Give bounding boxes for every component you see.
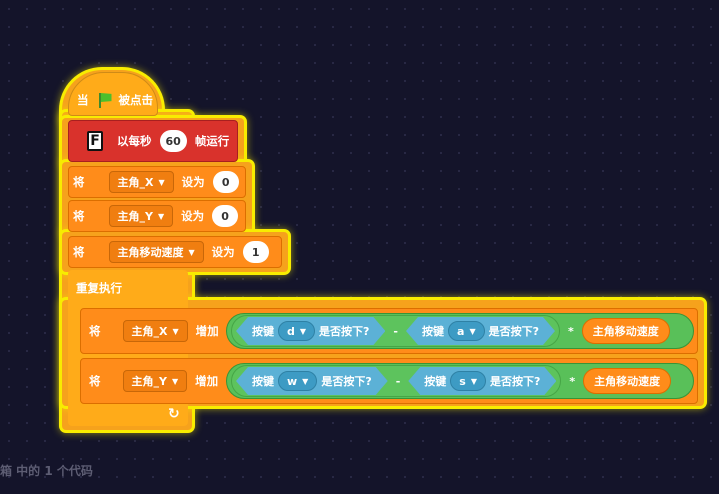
chevron-down-icon: ▼ bbox=[171, 376, 179, 386]
subtract-operator[interactable]: 按键 d▼ 是否按下? - 按键 a▼ 是否按下? bbox=[231, 315, 560, 347]
change-verb-label: 将 bbox=[89, 374, 101, 388]
run-at-fps-block[interactable]: F 以每秒 60 帧运行 bbox=[68, 120, 238, 162]
set-verb-label: 将 bbox=[73, 245, 85, 259]
variable-name: 主角移动速度 bbox=[117, 246, 184, 259]
key-pressed-sensor[interactable]: 按键 a▼ 是否按下? bbox=[406, 317, 555, 345]
chevron-down-icon: ▼ bbox=[157, 211, 165, 221]
multiply-operator[interactable]: 按键 d▼ 是否按下? - 按键 a▼ 是否按下? * 主角移动速度 bbox=[226, 313, 694, 349]
multiply-operator-symbol: * bbox=[567, 324, 574, 338]
set-verb-label: 将 bbox=[73, 175, 85, 189]
set-value-input[interactable]: 0 bbox=[212, 171, 239, 193]
key-pressed-label: 是否按下? bbox=[488, 325, 539, 338]
change-verb-label: 将 bbox=[89, 324, 101, 338]
code-count-status: 箱 中的 1 个代码 bbox=[0, 464, 93, 478]
chevron-down-icon: ▼ bbox=[469, 326, 476, 336]
variable-name: 主角_Y bbox=[117, 210, 153, 223]
minus-operator-symbol: - bbox=[395, 374, 401, 388]
set-to-label: 设为 bbox=[181, 175, 205, 189]
set-value-input[interactable]: 0 bbox=[212, 205, 239, 227]
variable-dropdown[interactable]: 主角_Y ▼ bbox=[108, 205, 174, 227]
variable-name: 主角_X bbox=[131, 325, 168, 338]
variable-dropdown[interactable]: 主角移动速度 ▼ bbox=[108, 241, 204, 263]
chevron-down-icon: ▼ bbox=[172, 326, 179, 336]
forever-label: 重复执行 bbox=[76, 281, 122, 295]
chevron-down-icon: ▼ bbox=[299, 326, 307, 336]
key-dropdown[interactable]: w▼ bbox=[278, 371, 317, 391]
variable-dropdown[interactable]: 主角_X ▼ bbox=[108, 171, 174, 193]
minus-operator-symbol: - bbox=[393, 324, 398, 338]
key-pressed-label: 是否按下? bbox=[490, 375, 541, 388]
fps-prefix-label: 以每秒 bbox=[117, 134, 152, 148]
when-flag-clicked-block[interactable]: 当 被点击 bbox=[68, 72, 158, 116]
speed-variable-reporter[interactable]: 主角移动速度 bbox=[581, 318, 670, 344]
key-value: w bbox=[287, 374, 298, 388]
subtract-operator[interactable]: 按键 w▼ 是否按下? - 按键 s▼ 是否按下? bbox=[231, 365, 562, 397]
multiply-operator[interactable]: 按键 w▼ 是否按下? - 按键 s▼ 是否按下? * 主角移动速度 bbox=[226, 363, 694, 399]
key-dropdown[interactable]: a▼ bbox=[448, 321, 485, 341]
hat-when-label: 当 bbox=[77, 93, 89, 107]
change-by-label: 增加 bbox=[195, 374, 219, 388]
fps-suffix-label: 帧运行 bbox=[194, 134, 230, 148]
variable-name: 主角_X bbox=[117, 176, 154, 189]
fps-icon: F bbox=[87, 131, 103, 151]
key-pressed-label: 是否按下? bbox=[319, 325, 370, 338]
variable-name: 主角_Y bbox=[131, 375, 167, 388]
green-flag-icon bbox=[97, 92, 112, 108]
multiply-operator-symbol: * bbox=[569, 374, 576, 388]
set-variable-block[interactable]: 将 主角_Y ▼ 设为 0 bbox=[68, 200, 246, 232]
key-pressed-sensor[interactable]: 按键 w▼ 是否按下? bbox=[236, 367, 388, 395]
change-by-label: 增加 bbox=[195, 324, 219, 338]
chevron-down-icon: ▼ bbox=[158, 177, 165, 187]
fps-value-input[interactable]: 60 bbox=[159, 130, 187, 152]
key-dropdown[interactable]: s▼ bbox=[450, 371, 486, 391]
hat-clicked-label: 被点击 bbox=[118, 93, 154, 107]
set-verb-label: 将 bbox=[73, 209, 85, 223]
set-to-label: 设为 bbox=[181, 209, 205, 223]
key-value: d bbox=[287, 324, 295, 338]
chevron-down-icon: ▼ bbox=[302, 376, 309, 386]
key-pressed-sensor[interactable]: 按键 s▼ 是否按下? bbox=[408, 367, 556, 395]
key-pressed-label: 是否按下? bbox=[321, 375, 372, 388]
variable-dropdown[interactable]: 主角_Y ▼ bbox=[122, 370, 188, 392]
set-variable-block[interactable]: 将 主角_X ▼ 设为 0 bbox=[68, 166, 246, 198]
speed-variable-reporter[interactable]: 主角移动速度 bbox=[583, 368, 672, 394]
key-value: s bbox=[459, 374, 466, 388]
set-to-label: 设为 bbox=[211, 245, 235, 259]
key-value: a bbox=[457, 324, 465, 338]
key-dropdown[interactable]: d▼ bbox=[278, 321, 315, 341]
key-label: 按键 bbox=[252, 325, 274, 338]
set-value-input[interactable]: 1 bbox=[242, 241, 269, 263]
chevron-down-icon: ▼ bbox=[470, 376, 478, 386]
key-label: 按键 bbox=[252, 375, 274, 388]
key-label: 按键 bbox=[422, 325, 444, 338]
chevron-down-icon: ▼ bbox=[188, 247, 195, 257]
set-variable-block[interactable]: 将 主角移动速度 ▼ 设为 1 bbox=[68, 236, 282, 268]
variable-dropdown[interactable]: 主角_X ▼ bbox=[122, 320, 188, 342]
key-pressed-sensor[interactable]: 按键 d▼ 是否按下? bbox=[236, 317, 385, 345]
key-label: 按键 bbox=[424, 375, 447, 388]
loop-arrow-icon: ↻ bbox=[168, 406, 180, 422]
